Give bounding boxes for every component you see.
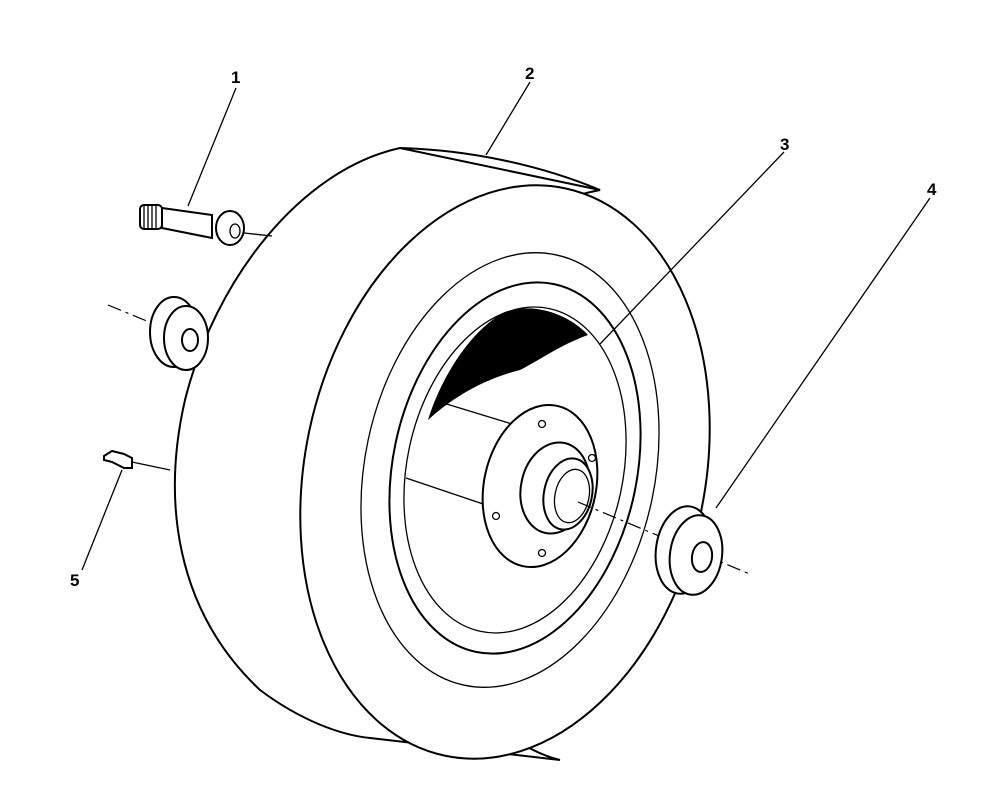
grease-fitting <box>103 449 171 471</box>
callout-4: 4 <box>927 180 937 199</box>
hub-bolt-hole <box>491 511 501 521</box>
callout-3: 3 <box>780 135 789 154</box>
valve-stem-cap <box>139 204 163 230</box>
hub-bore-inner <box>553 468 591 524</box>
valve-stem-body <box>161 206 213 240</box>
leader-5 <box>81 469 123 571</box>
spacer-right-hole <box>690 541 714 573</box>
callout-5: 5 <box>70 571 79 590</box>
hub-bolt-hole <box>537 548 547 558</box>
leader-1 <box>187 87 237 207</box>
rim-shadow <box>428 308 588 420</box>
grease-fitting-body <box>103 449 133 469</box>
tire-inner-bead <box>360 252 660 688</box>
valve-stem-knurl <box>143 206 157 228</box>
wheel-rim-hub <box>388 281 642 655</box>
spacer-left-hole <box>181 328 199 352</box>
callout-2: 2 <box>525 64 534 83</box>
bearing-spacer-right <box>654 505 724 596</box>
valve-stem <box>139 204 273 246</box>
leader-2 <box>485 81 531 156</box>
bearing-spacer-left <box>149 296 209 371</box>
valve-stem-base-hole <box>229 223 241 239</box>
leader-3 <box>599 151 785 345</box>
hub-bolt-hole <box>587 453 597 463</box>
rim-spoke-lower <box>405 477 496 509</box>
leader-4 <box>715 197 931 509</box>
hub-bolt-hole <box>537 419 547 429</box>
callout-1: 1 <box>231 68 240 87</box>
tire-tread-top <box>399 147 601 191</box>
grease-fitting-leader <box>131 461 171 471</box>
valve-stem-leader <box>243 232 273 237</box>
rim-inner <box>403 306 627 634</box>
